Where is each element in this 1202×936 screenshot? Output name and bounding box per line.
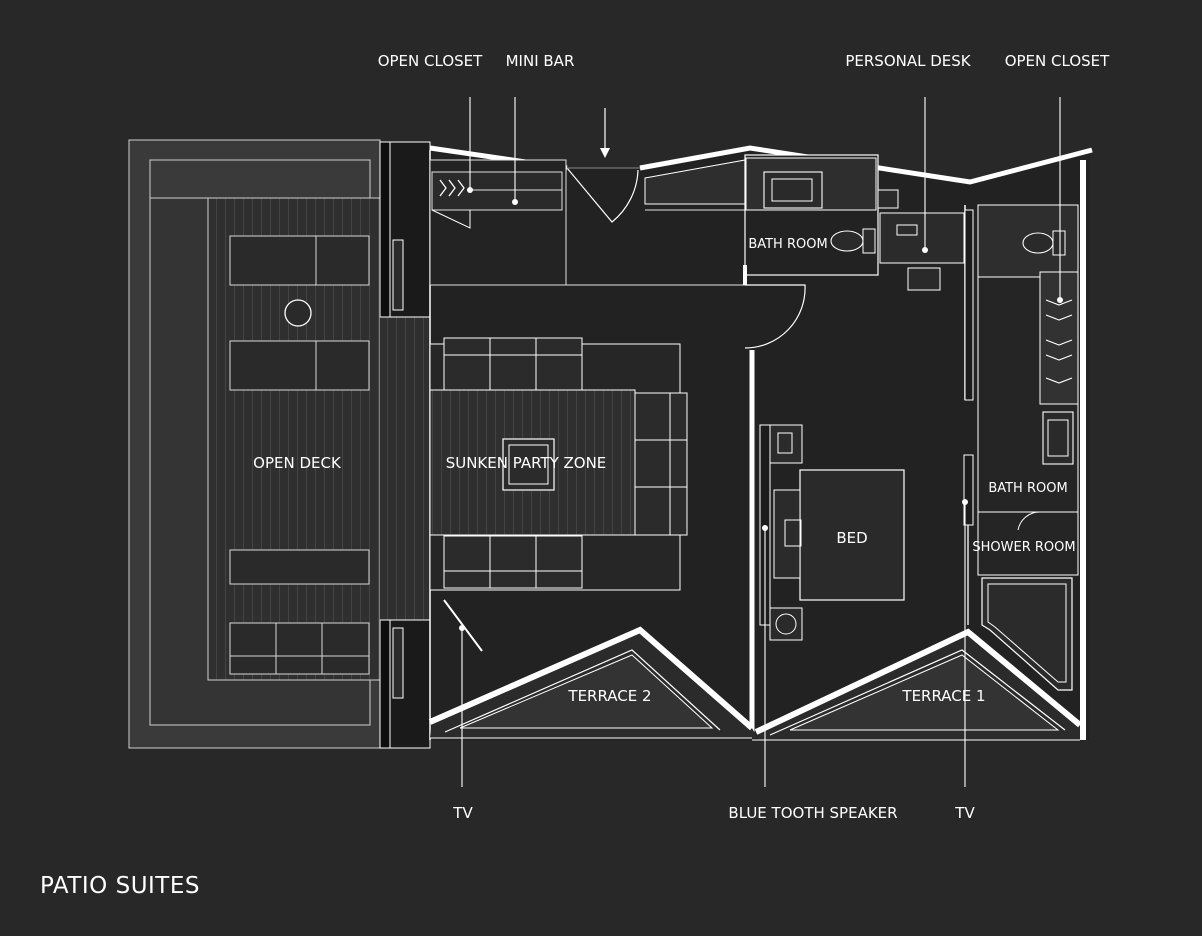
toilet-icon (1022, 232, 1054, 254)
party-coffee-table (502, 438, 555, 491)
deck-bench (229, 549, 370, 585)
shower-enclosure (981, 577, 1073, 691)
entry-arrow-icon (600, 108, 610, 158)
terrace-1 (752, 628, 1082, 741)
washbasin-icon (769, 607, 803, 641)
personal-desk (879, 205, 974, 401)
room-bath-room-right: BATH ROOM (988, 481, 1067, 496)
room-terrace-2: TERRACE 2 (567, 687, 651, 705)
callout-tv-left: TV (452, 804, 473, 822)
room-open-deck: OPEN DECK (253, 454, 342, 472)
deck-sofa-middle (229, 340, 370, 391)
sunken-party-zone (429, 337, 688, 591)
deck-sofa-top (229, 235, 370, 286)
room-shower-room: SHOWER ROOM (972, 540, 1075, 555)
sink-icon (763, 171, 823, 209)
callout-leaders (461, 97, 1061, 787)
entry-door-swing (566, 167, 639, 223)
callout-personal-desk: PERSONAL DESK (845, 52, 971, 70)
callout-mini-bar: MINI BAR (506, 52, 575, 70)
callout-dots (459, 187, 1063, 631)
deck-sofa-bottom (229, 622, 370, 675)
hanger-icon (1045, 299, 1073, 384)
callout-open-closet-right: OPEN CLOSET (1005, 52, 1110, 70)
toilet-icon (830, 230, 864, 252)
hanger-icon (439, 179, 465, 197)
closet-minibar-zone (429, 159, 746, 286)
party-sofa-top (443, 337, 583, 391)
callout-open-closet-left: OPEN CLOSET (378, 52, 483, 70)
desk-chair (907, 267, 941, 291)
bedroom-door-swing (744, 284, 806, 349)
room-bed: BED (836, 529, 867, 547)
party-sofa-right (634, 392, 688, 536)
room-terrace-1: TERRACE 1 (901, 687, 985, 705)
party-sofa-bottom (443, 535, 583, 589)
callout-tv-right: TV (954, 804, 975, 822)
deck-side-table (284, 299, 312, 327)
callout-bluetooth-speaker: BLUE TOOTH SPEAKER (728, 804, 897, 822)
terrace-2 (428, 626, 758, 739)
page-title: PATIO SUITES (40, 873, 200, 899)
bed-icon (799, 469, 905, 601)
room-bath-room-top: BATH ROOM (748, 237, 827, 252)
right-bath-shower (977, 204, 1079, 691)
top-bath-room (744, 154, 899, 276)
room-sunken-party-zone: SUNKEN PARTY ZONE (446, 454, 607, 472)
